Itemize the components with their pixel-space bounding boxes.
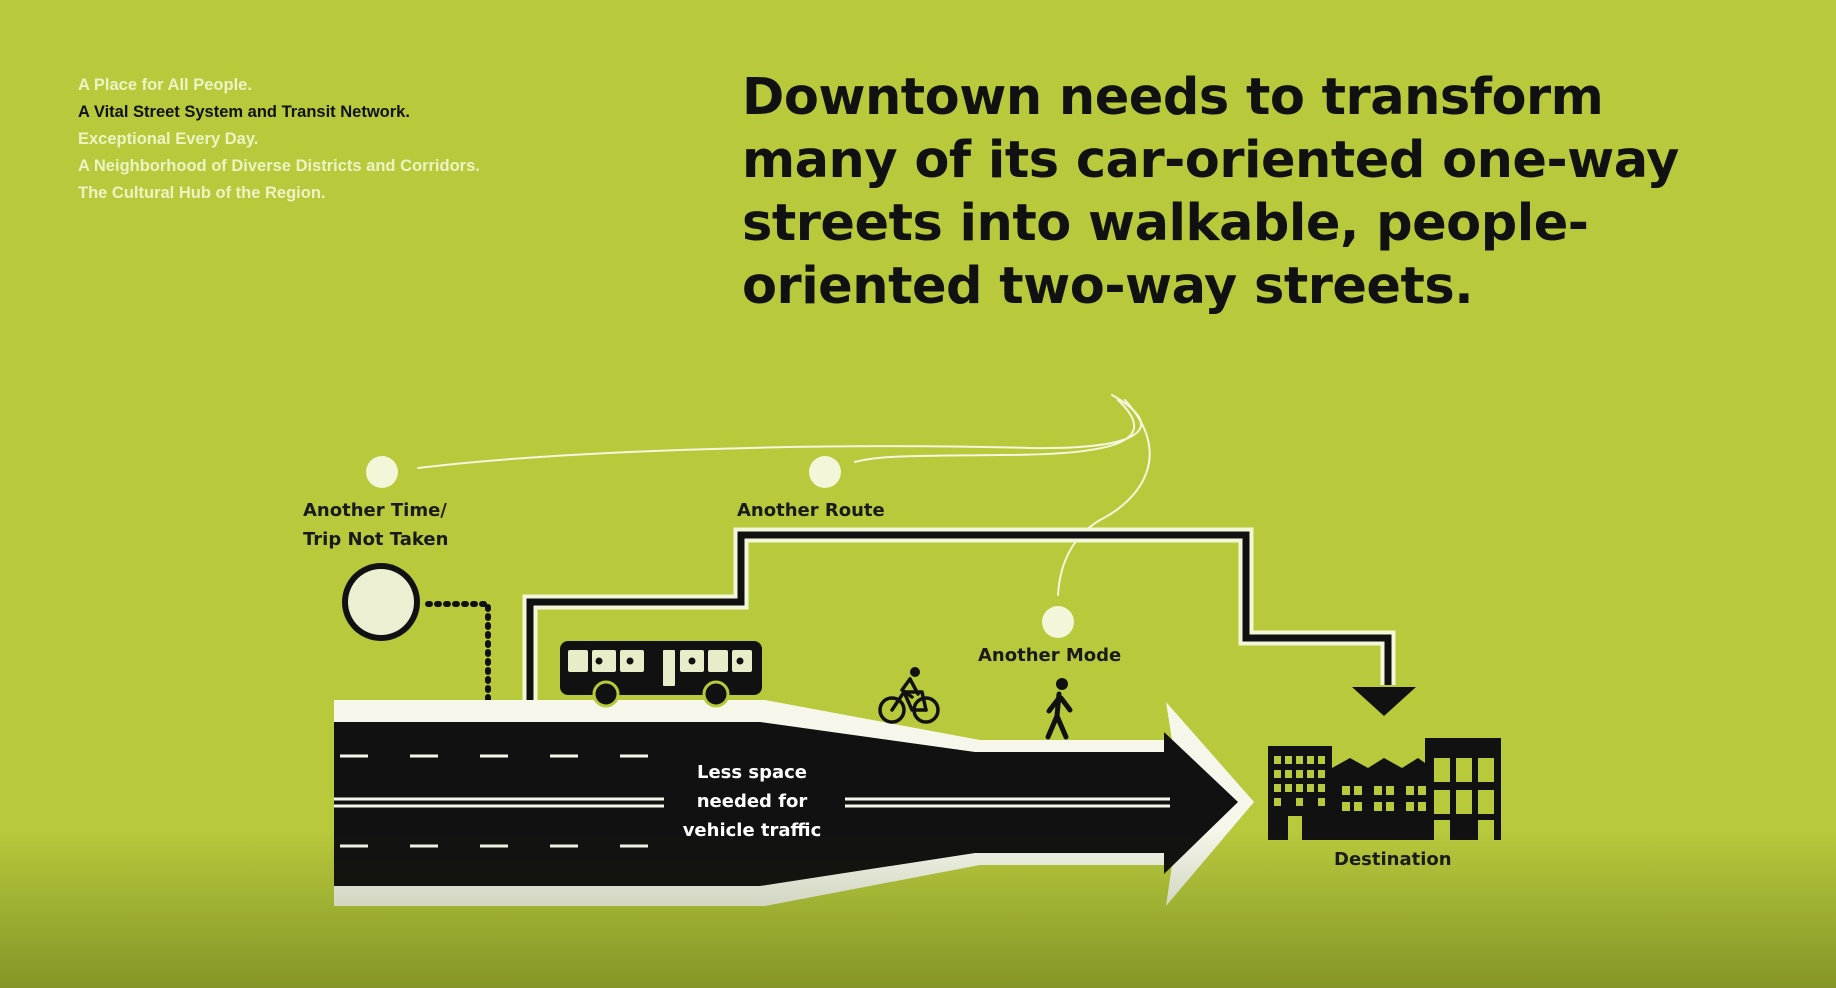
nav-item-cultural-hub[interactable]: The Cultural Hub of the Region.	[78, 184, 326, 202]
label-another-mode: Another Mode	[978, 645, 1122, 666]
nav-item-street-system[interactable]: A Vital Street System and Transit Networ…	[78, 103, 410, 121]
road	[334, 700, 1254, 906]
label-another-route: Another Route	[737, 500, 885, 521]
headline-line: oriented two-way streets.	[742, 257, 1474, 316]
arrow-down-icon	[1352, 687, 1416, 716]
headline-line: streets into walkable, people-	[742, 194, 1589, 253]
label-destination: Destination	[1334, 849, 1452, 870]
nav-item-exceptional[interactable]: Exceptional Every Day.	[78, 130, 259, 148]
label-another-time: Another Time/	[303, 500, 447, 521]
section-nav: A Place for All People. A Vital Street S…	[78, 72, 480, 207]
headline-line: Downtown needs to transform	[742, 68, 1604, 127]
nav-item-place[interactable]: A Place for All People.	[78, 76, 252, 94]
bus-icon	[560, 641, 762, 708]
connector-lines	[417, 394, 1151, 596]
connector-dots	[366, 456, 1074, 638]
road-label-line: vehicle traffic	[682, 820, 822, 841]
dotted-path	[425, 601, 491, 718]
label-trip-not-taken: Trip Not Taken	[303, 529, 449, 550]
headline-line: many of its car-oriented one-way	[742, 131, 1679, 190]
road-label: Less space needed for vehicle traffic	[672, 758, 832, 845]
road-label-line: needed for	[696, 791, 808, 812]
nav-item-districts[interactable]: A Neighborhood of Diverse Districts and …	[78, 157, 480, 175]
sun-icon	[342, 563, 420, 641]
route-path	[522, 527, 1396, 718]
road-label-line: Less space	[697, 762, 807, 783]
buildings-icon	[1268, 738, 1501, 840]
headline: Downtown needs to transform many of its …	[742, 66, 1742, 318]
pedestrian-icon	[1045, 678, 1073, 740]
bicycle-icon	[878, 667, 940, 724]
